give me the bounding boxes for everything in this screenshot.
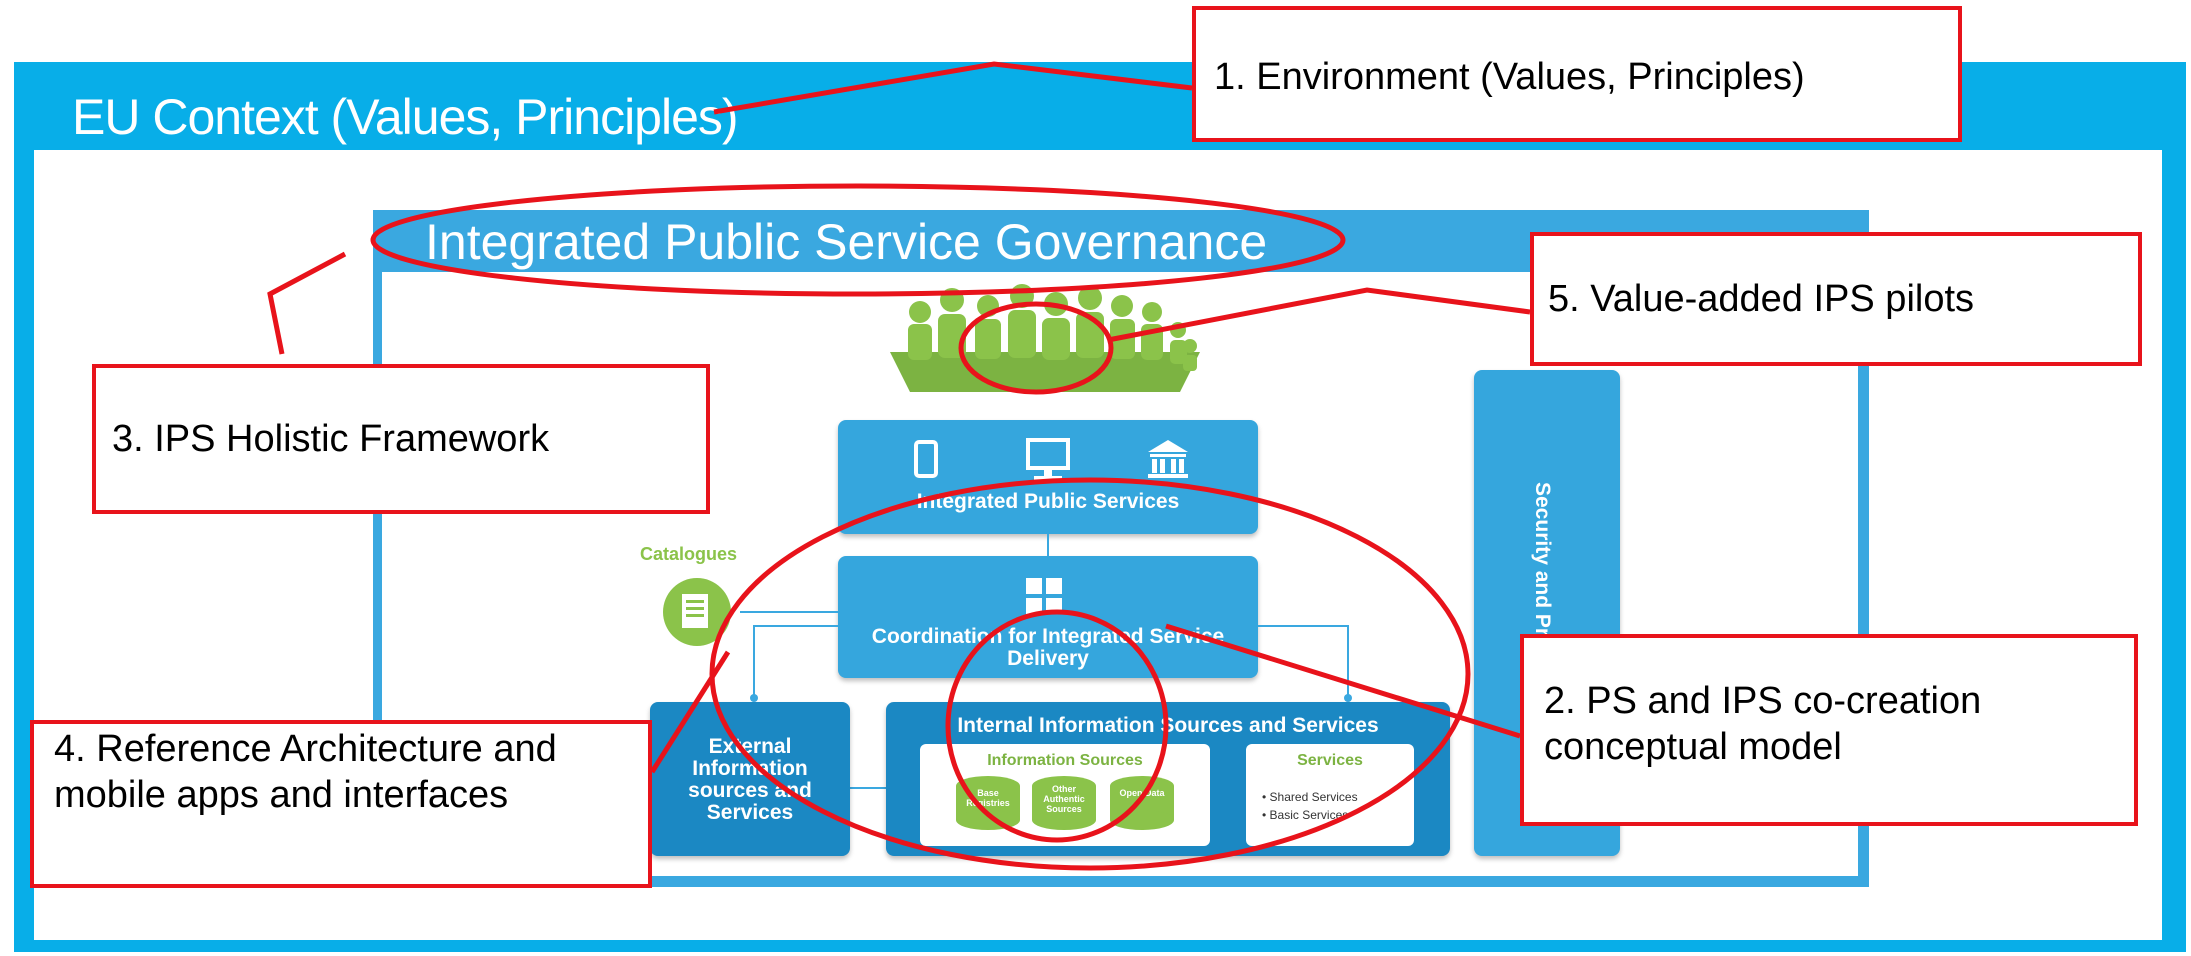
- source-item: Other Authentic Sources: [1043, 784, 1085, 814]
- external-sources-box: [650, 702, 850, 856]
- pilots-callout-text: 5. Value-added IPS pilots: [1548, 278, 1975, 320]
- security-label: Security and Privacy: [1531, 482, 1554, 670]
- co-creation-callout-text: 2. PS and IPS co-creation conceptual mod…: [1544, 680, 1982, 768]
- service-item-label: Shared Services: [1269, 790, 1358, 804]
- external-sources-label: External Information sources and Service…: [688, 735, 812, 824]
- reference-architecture-callout: [30, 720, 652, 888]
- holistic-framework-callout: [92, 364, 710, 514]
- catalogues-label: Catalogues: [640, 544, 738, 564]
- service-item: • Shared Services: [1262, 790, 1358, 804]
- holistic-framework-callout-text: 3. IPS Holistic Framework: [112, 418, 550, 460]
- coordination-box: [838, 556, 1258, 678]
- co-creation-callout: [1520, 634, 2138, 826]
- pilots-callout: [1530, 232, 2142, 366]
- environment-callout-text: 1. Environment (Values, Principles): [1214, 56, 1805, 98]
- eu-context-title: EU Context (Values, Principles): [72, 89, 739, 145]
- information-sources-label: Information Sources: [987, 752, 1143, 769]
- coordination-label: Coordination for Integrated Service Deli…: [871, 625, 1225, 670]
- source-item: Open Data: [1119, 788, 1165, 798]
- reference-architecture-callout-text: 4. Reference Architecture and mobile app…: [54, 728, 557, 816]
- security-label-clip: Security and Privacy: [1474, 370, 1620, 670]
- service-item-label: Basic Services: [1269, 808, 1349, 822]
- source-item: Base Registries: [966, 788, 1010, 808]
- governance-title: Integrated Public Service Governance: [425, 214, 1268, 270]
- environment-callout: [1192, 6, 1962, 142]
- integrated-public-services-label: Integrated Public Services: [916, 490, 1180, 513]
- service-item: • Basic Services: [1262, 808, 1349, 822]
- services-label: Services: [1297, 752, 1363, 769]
